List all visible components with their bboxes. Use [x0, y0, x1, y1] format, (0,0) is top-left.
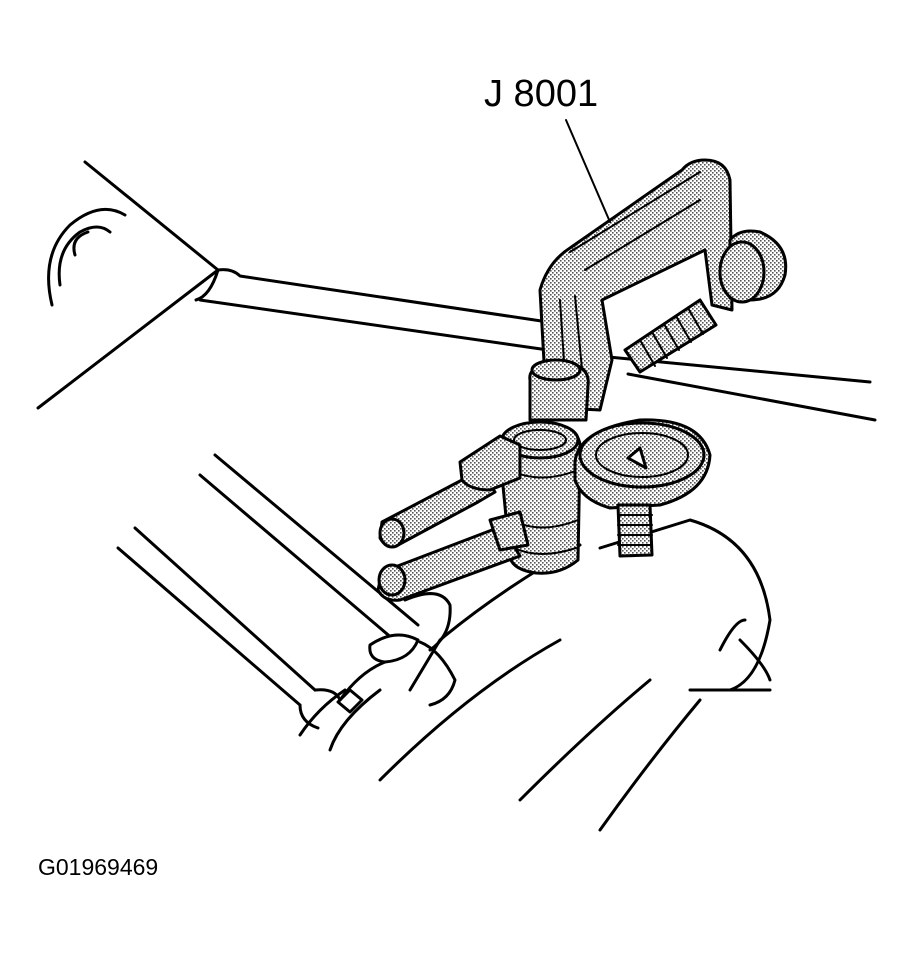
lower-body-housing	[298, 518, 772, 832]
tool-handle-lower	[376, 510, 530, 602]
clamp-pressure-plate	[573, 418, 712, 558]
label-leader-line	[565, 119, 611, 223]
control-arm	[116, 453, 457, 730]
figure-id: G01969469	[38, 854, 159, 880]
tool-label: J 8001	[484, 73, 599, 115]
tool-handle-upper	[378, 434, 522, 549]
c-clamp-frame	[528, 158, 788, 422]
